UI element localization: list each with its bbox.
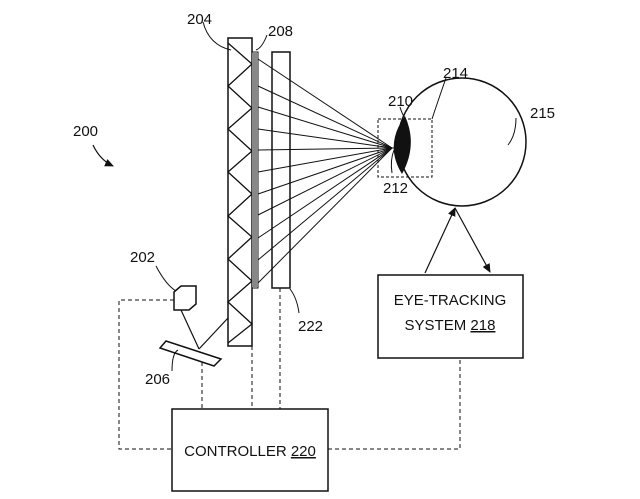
arrow-200 — [92, 144, 114, 167]
ref-214: 214 — [443, 65, 468, 82]
ref-208: 208 — [268, 23, 293, 40]
eye-tracking-system-box: EYE-TRACKING SYSTEM 218 — [377, 274, 524, 359]
eye — [377, 77, 527, 207]
ref-204: 204 — [187, 11, 212, 28]
ref-210: 210 — [388, 93, 413, 110]
control-lines — [118, 288, 461, 450]
lens — [393, 116, 411, 174]
controller-box: CONTROLLER 220 — [171, 408, 329, 492]
eye-tracking-label: EYE-TRACKING — [394, 292, 507, 309]
ref-206: 206 — [145, 371, 170, 388]
layer-222 — [271, 51, 291, 289]
ref-222: 222 — [298, 318, 323, 335]
controller-label: CONTROLLER 220 — [184, 443, 316, 460]
mirror — [158, 317, 229, 367]
arrow-to-tracker — [454, 207, 491, 273]
ref-215: 215 — [530, 105, 555, 122]
eye-tracking-label-2: SYSTEM 218 — [405, 317, 496, 334]
leaders — [155, 21, 517, 372]
ref-212: 212 — [383, 180, 408, 197]
light-rays — [257, 58, 393, 284]
ref-200: 200 — [73, 123, 98, 140]
arrow-to-eye — [424, 207, 456, 274]
layer-208 — [251, 51, 259, 289]
display-panel — [227, 37, 254, 347]
ref-202: 202 — [130, 249, 155, 266]
light-source — [173, 285, 200, 350]
